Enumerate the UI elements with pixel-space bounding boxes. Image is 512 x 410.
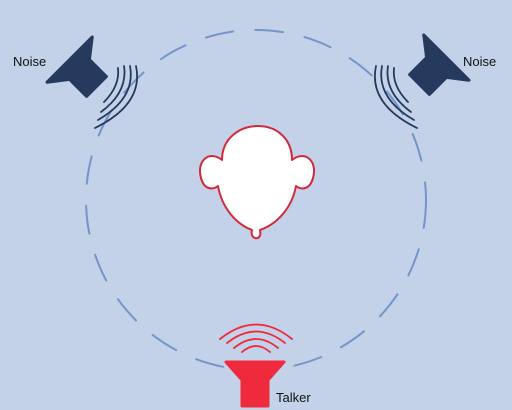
listener-head-icon bbox=[200, 126, 314, 238]
talker-label: Talker bbox=[276, 391, 311, 404]
noise-right-speaker-icon bbox=[397, 35, 469, 107]
talker-waves bbox=[220, 325, 292, 353]
noise-left-label: Noise bbox=[13, 55, 46, 68]
noise-right-label: Noise bbox=[463, 55, 496, 68]
